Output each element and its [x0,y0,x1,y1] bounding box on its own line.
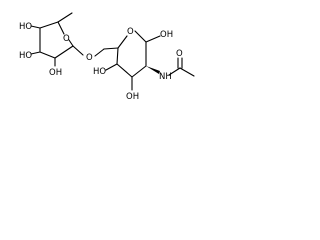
label-oh-glcnac-c3: OH [126,92,139,102]
bond-c2-c1 [54,45,74,59]
glcnac-ring [105,30,161,91]
bond-carbonyl-c-methyl [179,67,195,77]
label-nh-amide: NH [159,72,172,82]
bond-c4-ho [105,63,118,71]
acetamido-group [168,57,195,77]
label-o-fucose-ring: O [63,34,70,44]
label-ho-fucose-c4: HO [19,22,32,32]
bond-c3-ho [30,51,41,55]
bond-o-ch2 [94,48,105,57]
label-ho-fucose-c3: HO [19,51,32,61]
bond-c1-oh [145,35,161,43]
bond-c3-c2 [131,65,147,78]
bond-c5-ring-o [57,21,65,35]
label-oh-anomeric: OH [160,30,173,40]
bond-ch2-c5 [103,47,119,50]
fucose-ring [30,12,84,67]
label-oh-fucose-c2: OH [49,68,62,78]
bond-c5-ring-o [117,35,128,49]
bond-c3-c2 [39,51,56,59]
label-ho-glcnac-c4: HO [93,67,106,77]
atom-labels: HO HO OH O O O OH HO OH NH O [19,22,183,102]
label-o-carbonyl: O [176,49,183,59]
bond-c5-c4 [39,21,59,29]
bond-c1-glycosidic-o [72,45,84,56]
glycosidic-linkage [94,47,119,57]
label-o-glcnac-ring: O [127,27,134,37]
bond-n-carbonyl-c [168,67,181,76]
bond-c5-c4 [116,47,119,65]
wedge-bond-c2-n [146,66,160,74]
structural-formula: HO HO OH O O O OH HO OH NH O [19,12,195,102]
bond-c4-c3 [116,63,133,78]
bond-ring-o-c1 [68,39,74,47]
bond-ring-o-c1 [134,30,147,43]
label-o-glycosidic: O [86,53,93,63]
bond-c4-ho [30,25,41,29]
bond-c5-c6-methyl [57,12,73,23]
